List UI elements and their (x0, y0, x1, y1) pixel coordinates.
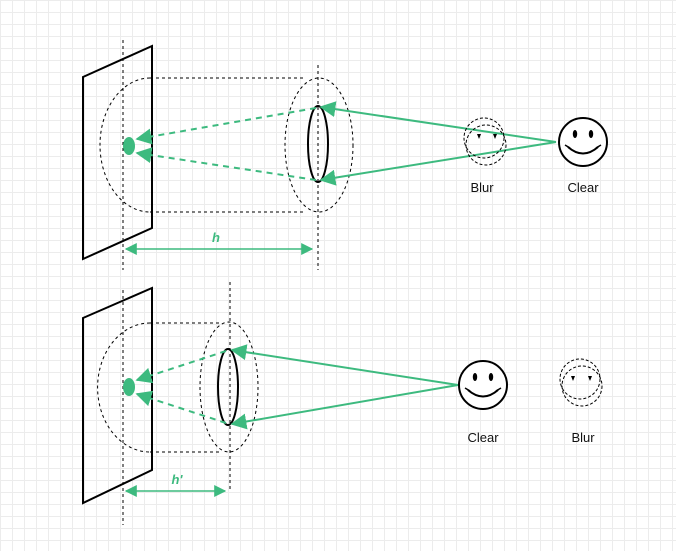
top-lens (307, 105, 329, 183)
top-ray-lower (319, 141, 557, 186)
top-ray-upper (319, 101, 557, 143)
bottom-clear-label: Clear (467, 430, 499, 445)
top-camera-barrel (99, 77, 305, 213)
bottom-blur-label: Blur (571, 430, 595, 445)
top-distance-label: h (212, 230, 220, 245)
bottom-inner-ray-lower (135, 390, 227, 424)
bottom-panel: h' Clear Blur (82, 282, 603, 525)
bottom-lens (217, 348, 239, 426)
bottom-ray-upper (230, 344, 459, 386)
bottom-sensor-plane (82, 286, 153, 505)
bottom-barrel-front-ellipse (199, 321, 259, 453)
bottom-distance-label: h' (171, 472, 183, 487)
bottom-camera-barrel (97, 322, 222, 453)
bottom-clear-face (458, 360, 508, 410)
bottom-ray-lower (230, 384, 459, 430)
top-barrel-front-ellipse (284, 77, 354, 213)
bottom-inner-ray-upper (135, 350, 227, 384)
top-blur-face (463, 117, 507, 166)
bottom-focus-point (123, 378, 135, 396)
top-focus-point (123, 137, 135, 155)
top-panel: h Blur Clear (82, 40, 608, 270)
top-clear-label: Clear (567, 180, 599, 195)
top-blur-label: Blur (470, 180, 494, 195)
bottom-blur-face (559, 358, 603, 407)
top-inner-ray-upper (135, 107, 317, 145)
top-clear-face (558, 117, 608, 167)
top-sensor-plane (82, 44, 153, 261)
top-inner-ray-lower (135, 147, 317, 181)
